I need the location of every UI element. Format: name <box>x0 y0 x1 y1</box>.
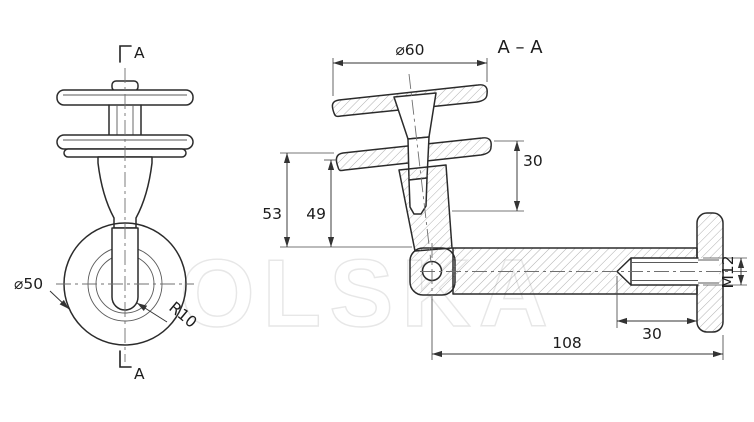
dim-diameter-50-label: ⌀50 <box>14 275 43 293</box>
dim-height-inner-label: 49 <box>306 205 326 223</box>
dim-height-inner: 49 <box>306 159 337 247</box>
front-view-geometry <box>56 68 194 362</box>
section-letter-top: A <box>134 44 145 62</box>
section-letter-bottom: A <box>134 365 145 383</box>
dim-height-outer-label: 53 <box>262 205 282 223</box>
screw-head <box>393 92 437 140</box>
dim-arm-length-label: 108 <box>552 334 582 352</box>
dim-saddle-diameter: ⌀60 <box>332 41 488 96</box>
front-view: A A ⌀50 R10 <box>14 44 200 383</box>
dim-thread: M12 <box>703 255 747 289</box>
dim-thread-length-label: 30 <box>642 325 662 343</box>
section-cut-marker-bottom: A <box>119 350 145 383</box>
dim-thread-label: M12 <box>719 255 737 288</box>
stem-centerline <box>408 73 432 263</box>
section-view-title: A – A <box>497 37 543 58</box>
dim-diameter-50: ⌀50 <box>14 275 70 310</box>
section-view: A – A <box>262 37 748 360</box>
dim-saddle-diameter-label: ⌀60 <box>395 41 424 59</box>
dim-arm-length: 108 <box>431 299 724 360</box>
dim-flange-offset-label: 30 <box>523 152 543 170</box>
dim-flange-offset: 30 <box>452 140 543 212</box>
section-view-geometry <box>331 73 748 333</box>
dim-thread-length: 30 <box>616 276 697 343</box>
dim-height-outer: 53 <box>262 152 412 248</box>
section-cut-marker-top: A <box>119 44 145 63</box>
